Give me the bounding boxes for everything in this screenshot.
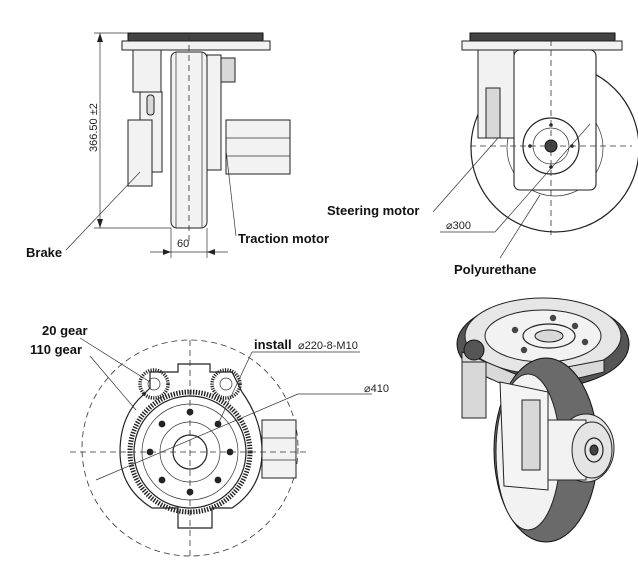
- iso-steering-motor: [461, 361, 487, 419]
- dim-width-60: 60: [177, 238, 190, 250]
- side-view-steering-block: [132, 49, 162, 93]
- front-view-top-plate: [461, 40, 623, 51]
- side-view: [65, 32, 291, 258]
- top-view-housing: [119, 363, 263, 529]
- label-110-gear: 110 gear: [30, 342, 83, 357]
- side-view-top-plate: [121, 40, 271, 51]
- top-view: [70, 337, 372, 560]
- side-view-traction-motor: [225, 119, 291, 175]
- front-view-top-ring: [469, 32, 616, 42]
- label-polyurethane: Polyurethane: [454, 262, 537, 277]
- front-view: [432, 32, 638, 259]
- top-view-gear-20-right: [210, 368, 242, 400]
- label-brake: Brake: [26, 245, 63, 260]
- label-20-gear: 20 gear: [42, 323, 88, 338]
- dim-height: 366.50 ±2: [88, 103, 100, 152]
- top-view-gear-20-left: [138, 368, 170, 400]
- front-view-body: [513, 49, 597, 191]
- top-view-outer-circle: [81, 339, 299, 557]
- side-view-brake-slot: [146, 94, 155, 116]
- side-view-top-ring: [127, 32, 264, 42]
- isometric-view: [456, 297, 630, 543]
- side-view-brake: [127, 119, 153, 187]
- dim-install-spec: ⌀220-8-M10: [298, 340, 358, 352]
- label-install: install: [254, 337, 292, 352]
- dim-dia-300: ⌀300: [446, 220, 471, 232]
- label-traction-motor: Traction motor: [238, 231, 330, 246]
- label-steering-motor: Steering motor: [327, 203, 420, 218]
- top-view-traction-motor: [261, 419, 297, 479]
- side-view-fork: [206, 54, 222, 171]
- dim-dia-410: ⌀410: [364, 383, 389, 395]
